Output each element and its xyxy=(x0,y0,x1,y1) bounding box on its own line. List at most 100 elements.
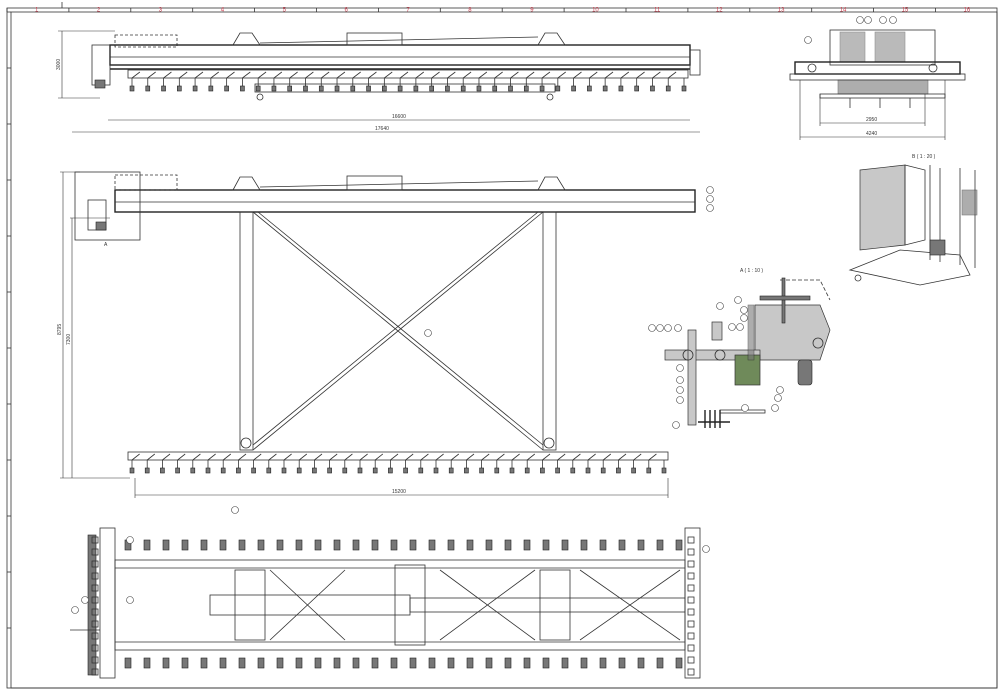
hanger-brace xyxy=(207,453,216,461)
sheet-border xyxy=(6,2,998,689)
dim-rail-span-label: 16600 xyxy=(392,114,406,120)
part-balloon xyxy=(736,323,744,331)
hanger-clamp xyxy=(585,467,591,474)
tooth-top xyxy=(447,539,455,551)
part-balloon xyxy=(774,394,782,402)
part-balloon xyxy=(424,329,432,337)
hanger-brace xyxy=(194,71,204,79)
tooth-top xyxy=(656,539,664,551)
hanger-clamp xyxy=(271,85,277,92)
hanger-brace xyxy=(384,71,393,79)
ruler-column-label: 15 xyxy=(902,8,909,14)
hanger-brace xyxy=(268,453,277,461)
tooth-bottom xyxy=(276,657,284,669)
hanger-clamp xyxy=(161,85,166,92)
tooth-bottom xyxy=(637,657,645,669)
detail-b-title: B ( 1 : 20 ) xyxy=(912,154,936,160)
hanger-brace xyxy=(314,453,323,461)
ruler-column-label: 8 xyxy=(468,8,472,14)
tooth-top xyxy=(162,539,170,551)
part-balloon xyxy=(728,323,736,331)
end-block xyxy=(687,608,695,616)
hanger-clamp xyxy=(236,467,241,474)
part-balloon xyxy=(648,324,656,332)
part-balloon xyxy=(676,376,684,384)
part-balloon xyxy=(664,324,672,332)
hanger-brace xyxy=(557,453,566,461)
hanger-clamp xyxy=(266,467,272,474)
hanger-brace xyxy=(636,71,645,79)
front-view-dimensions: 8795 7300 15200 xyxy=(57,171,669,498)
tooth-bottom xyxy=(124,657,132,669)
hanger-clamp xyxy=(281,467,287,474)
ruler-column-label: 9 xyxy=(530,8,534,14)
tooth-bottom xyxy=(447,657,455,669)
end-block xyxy=(91,596,99,604)
dim-spreader-length-label: 15200 xyxy=(392,489,406,495)
tooth-bottom xyxy=(257,657,265,669)
hanger-clamp xyxy=(539,85,545,92)
detail-b-view: B ( 1 : 20 ) xyxy=(848,154,978,286)
part-balloon xyxy=(706,195,714,203)
hanger-clamp xyxy=(397,85,403,92)
part-balloon xyxy=(676,364,684,372)
spreader-hanger-row xyxy=(129,71,687,92)
hanger-clamp xyxy=(464,467,469,474)
hanger-clamp xyxy=(366,85,371,92)
end-block xyxy=(91,572,99,580)
part-balloon xyxy=(81,596,89,604)
hanger-clamp xyxy=(303,85,308,92)
part-balloon xyxy=(706,186,714,194)
hanger-brace xyxy=(466,453,475,461)
hanger-brace xyxy=(336,71,346,79)
part-balloon xyxy=(741,404,749,412)
tooth-top xyxy=(637,539,645,551)
hanger-brace xyxy=(374,453,384,461)
hanger-brace xyxy=(494,71,503,79)
hanger-brace xyxy=(481,453,490,461)
hanger-clamp xyxy=(175,467,180,474)
hanger-brace xyxy=(321,71,330,79)
hanger-clamp xyxy=(418,467,424,474)
ruler-column-label: 14 xyxy=(840,8,847,14)
hanger-brace xyxy=(633,453,642,461)
end-block xyxy=(91,644,99,652)
end-block xyxy=(687,632,695,640)
part-balloon xyxy=(126,596,134,604)
hanger-clamp xyxy=(350,85,356,92)
hanger-clamp xyxy=(555,467,560,474)
tooth-top xyxy=(181,539,189,551)
hanger-brace xyxy=(450,453,460,461)
part-balloons xyxy=(71,16,897,614)
end-block xyxy=(687,656,695,664)
tooth-bottom xyxy=(371,657,379,669)
hanger-clamp xyxy=(661,467,667,474)
end-block xyxy=(687,560,695,568)
hanger-clamp xyxy=(208,85,214,92)
hanger-clamp xyxy=(372,467,378,474)
tooth-top xyxy=(561,539,569,551)
part-balloon xyxy=(804,36,812,44)
hanger-clamp xyxy=(129,85,135,92)
ruler-column-label: 16 xyxy=(964,8,971,14)
hanger-brace xyxy=(238,453,247,461)
hanger-brace xyxy=(192,453,201,461)
dim-overall-length-label: 17640 xyxy=(375,126,389,132)
tooth-bottom xyxy=(618,657,626,669)
tooth-top xyxy=(295,539,303,551)
hanger-clamp xyxy=(492,85,498,92)
hanger-brace xyxy=(131,453,140,461)
part-balloon xyxy=(856,16,864,24)
hanger-clamp xyxy=(524,467,530,474)
tooth-top xyxy=(466,539,474,551)
hanger-clamp xyxy=(429,85,434,92)
tooth-bottom xyxy=(390,657,398,669)
part-balloon xyxy=(71,606,79,614)
end-block xyxy=(687,668,695,676)
hanger-brace xyxy=(557,71,566,79)
hanger-clamp xyxy=(255,85,261,92)
hanger-brace xyxy=(462,71,472,79)
tooth-top xyxy=(352,539,360,551)
tooth-top xyxy=(276,539,284,551)
part-balloon xyxy=(126,536,134,544)
